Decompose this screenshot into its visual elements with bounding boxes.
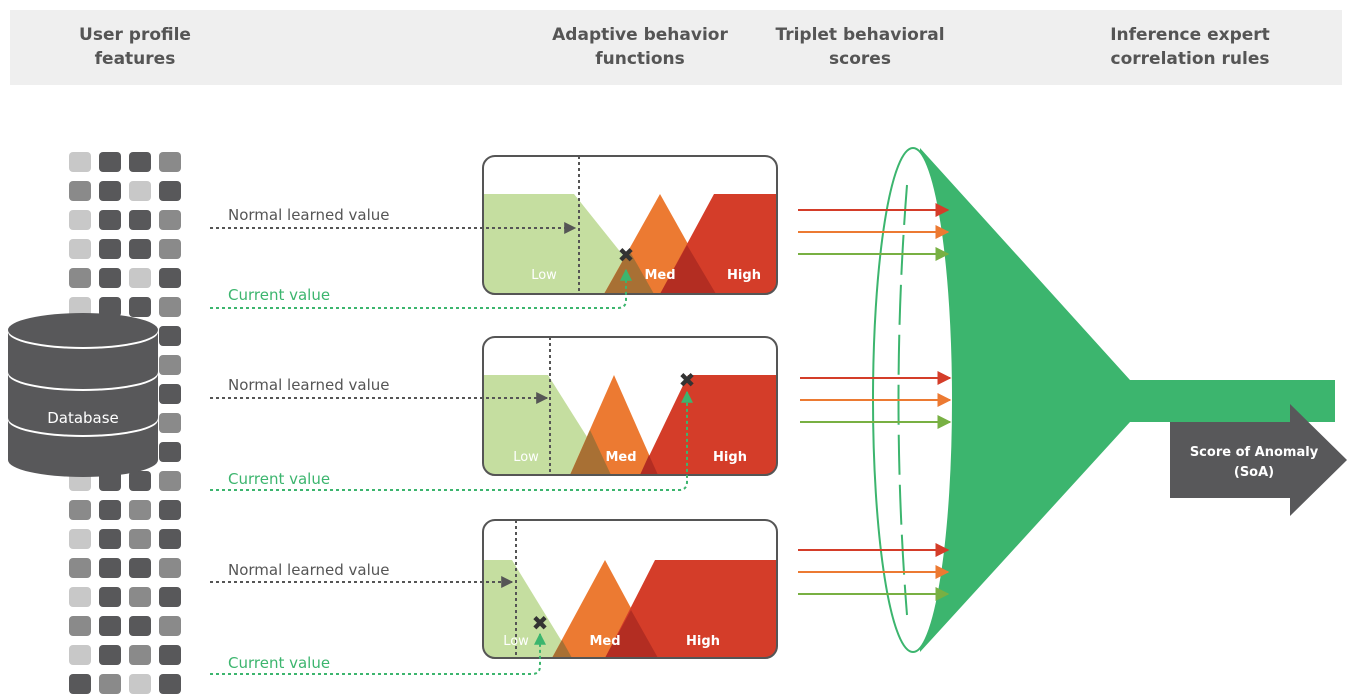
feature-cell: [159, 239, 181, 259]
feature-cell: [99, 500, 121, 520]
feature-cell: [159, 674, 181, 694]
fn2-current-arrow: [210, 390, 693, 491]
feature-cell: [159, 558, 181, 578]
database-label: Database: [47, 409, 119, 427]
function-chart-2: [482, 336, 778, 476]
soa-label-line1: Score of Anomaly: [1190, 445, 1319, 460]
feature-cell: [99, 210, 121, 230]
header-user-profile-features: User profile features: [79, 25, 191, 69]
fn1-low-label: Low: [531, 268, 557, 283]
feature-cell: [159, 152, 181, 172]
feature-cell: [129, 268, 151, 288]
fn1-current-label: Current value: [228, 286, 330, 304]
fn1-high-label: High: [727, 268, 761, 283]
header-band: [10, 10, 1342, 85]
feature-cell: [129, 558, 151, 578]
feature-cell: [129, 471, 151, 491]
feature-cell: [69, 268, 91, 288]
fn2-low-label: Low: [513, 450, 539, 465]
feature-cell: [159, 471, 181, 491]
feature-cell: [129, 152, 151, 172]
fn3-normal-label: Normal learned value: [228, 561, 390, 579]
fn2-current-label: Current value: [228, 470, 330, 488]
feature-cell: [129, 500, 151, 520]
feature-cell: [99, 181, 121, 201]
feature-cell: [69, 674, 91, 694]
feature-cell: [129, 529, 151, 549]
feature-cell: [159, 529, 181, 549]
header-inference-expert-rules: Inference expert correlation rules: [1110, 25, 1270, 69]
feature-cell: [99, 558, 121, 578]
header-adaptive-behavior-functions: Adaptive behavior functions: [552, 25, 728, 69]
feature-cell: [159, 210, 181, 230]
header-triplet-behavioral-scores: Triplet behavioral scores: [775, 25, 945, 69]
feature-cell: [69, 239, 91, 259]
feature-cell: [99, 268, 121, 288]
feature-cell: [69, 181, 91, 201]
feature-cell: [69, 529, 91, 549]
feature-cell: [69, 152, 91, 172]
feature-cell: [129, 181, 151, 201]
feature-cell: [129, 674, 151, 694]
fn2-high-label: High: [713, 450, 747, 465]
feature-cell: [99, 529, 121, 549]
feature-cell: [159, 645, 181, 665]
feature-cell: [159, 355, 181, 375]
database-icon: [8, 313, 158, 477]
fn2-normal-label: Normal learned value: [228, 376, 390, 394]
feature-cell: [69, 500, 91, 520]
feature-cell: [129, 297, 151, 317]
fn1-current-arrow: [210, 268, 632, 309]
feature-cell: [69, 297, 91, 317]
soa-label-line2: (SoA): [1234, 465, 1274, 480]
feature-cell: [99, 297, 121, 317]
feature-cell: [99, 645, 121, 665]
feature-cell: [159, 442, 181, 462]
fn2-med-label: Med: [605, 450, 636, 465]
fn3-current-marker-icon: ✖: [532, 611, 549, 635]
feature-cell: [159, 384, 181, 404]
feature-cell: [159, 500, 181, 520]
feature-cell: [69, 587, 91, 607]
feature-cell: [129, 645, 151, 665]
fn3-low-label: Low: [503, 634, 529, 649]
feature-cell: [159, 268, 181, 288]
feature-cell: [99, 587, 121, 607]
triplet-arrows-3: [798, 543, 950, 601]
feature-cell: [159, 181, 181, 201]
fn1-normal-label: Normal learned value: [228, 206, 390, 224]
feature-cell: [159, 326, 181, 346]
feature-cell: [99, 152, 121, 172]
fn1-med-label: Med: [644, 268, 675, 283]
fn3-high-label: High: [686, 634, 720, 649]
fn2-current-marker-icon: ✖: [679, 368, 696, 392]
feature-cell: [159, 297, 181, 317]
triplet-arrows-2: [800, 371, 952, 429]
feature-cell: [99, 616, 121, 636]
funnel-shape: [920, 148, 1335, 652]
feature-cell: [129, 587, 151, 607]
feature-cell: [99, 239, 121, 259]
feature-cell: [129, 210, 151, 230]
feature-cell: [69, 616, 91, 636]
triplet-arrows-1: [798, 203, 950, 261]
feature-cell: [159, 413, 181, 433]
feature-cell: [129, 239, 151, 259]
feature-cell: [69, 210, 91, 230]
feature-cell: [69, 645, 91, 665]
feature-cell: [129, 616, 151, 636]
feature-cell: [159, 616, 181, 636]
feature-cell: [99, 674, 121, 694]
feature-cell: [159, 587, 181, 607]
fn3-med-label: Med: [589, 634, 620, 649]
feature-cell: [69, 558, 91, 578]
fn1-current-marker-icon: ✖: [618, 243, 635, 267]
soa-arrow: [1170, 404, 1347, 516]
fn3-current-label: Current value: [228, 654, 330, 672]
